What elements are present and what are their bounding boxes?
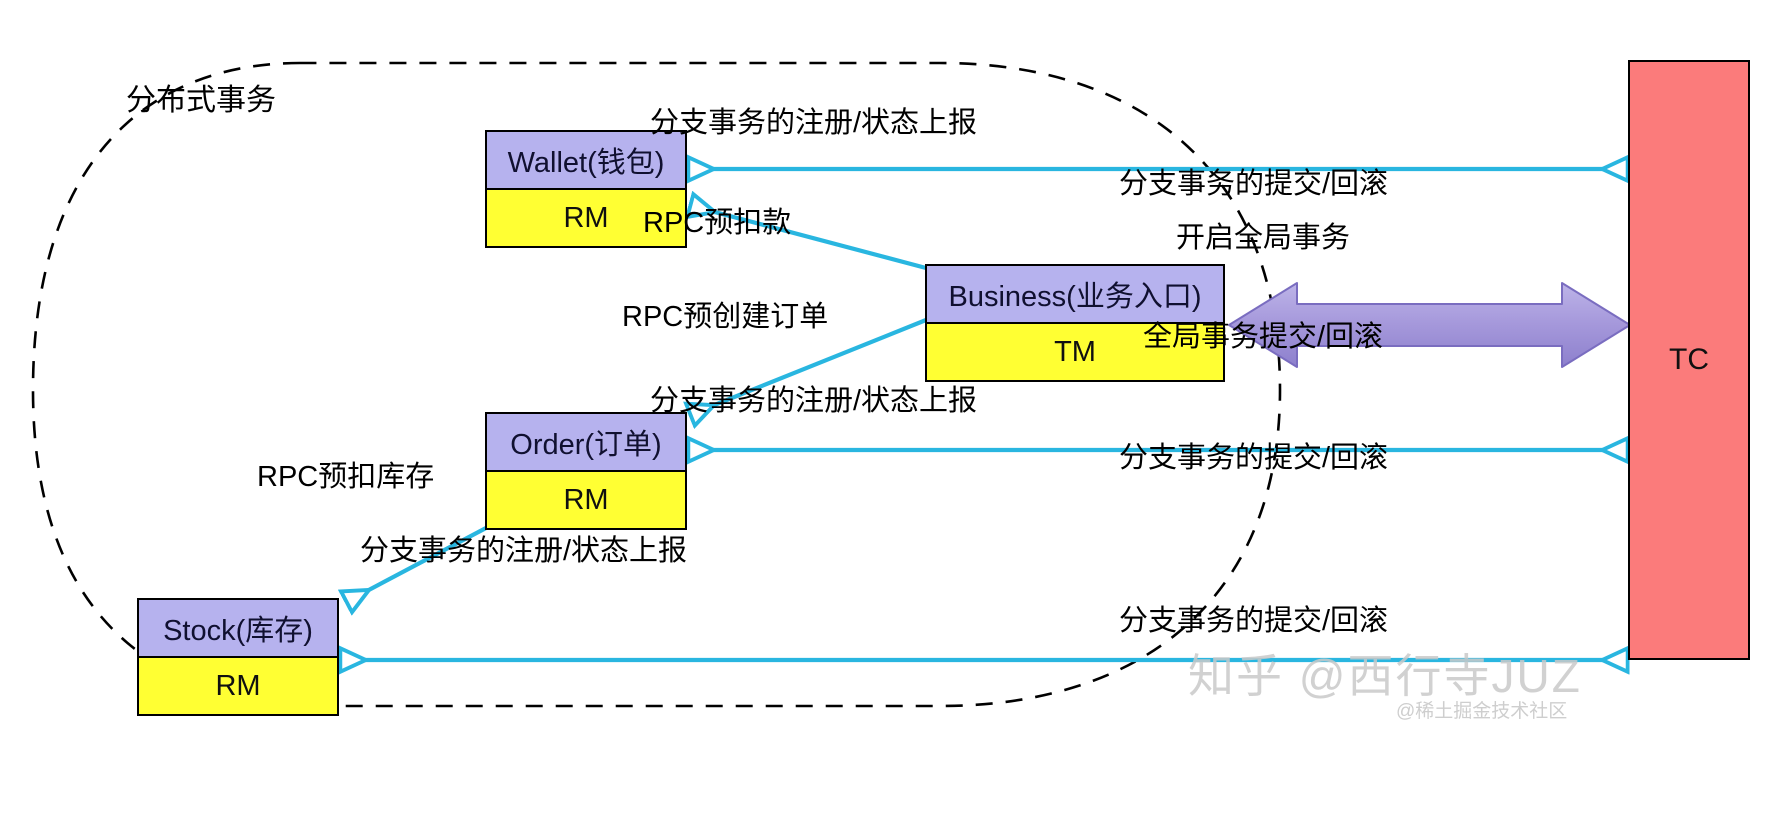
label-commit-order: 分支事务的提交/回滚 — [1119, 442, 1389, 474]
label-rpc-stock: RPC预扣库存 — [257, 461, 435, 493]
label-register-stock: 分支事务的注册/状态上报 — [360, 535, 688, 567]
node-wallet-role: RM — [487, 190, 685, 246]
label-start-global-transaction: 开启全局事务 — [1176, 222, 1351, 254]
node-stock-title: Stock(库存) — [139, 600, 337, 658]
label-register-wallet: 分支事务的注册/状态上报 — [650, 107, 978, 139]
label-rpc-order: RPC预创建订单 — [622, 301, 829, 333]
node-transaction-coordinator[interactable]: TC — [1628, 60, 1750, 660]
label-register-order: 分支事务的注册/状态上报 — [650, 385, 978, 417]
node-wallet-title: Wallet(钱包) — [487, 132, 685, 190]
arrow-order-stock — [348, 526, 487, 601]
arrow-business-wallet — [692, 206, 927, 271]
node-order-role: RM — [487, 472, 685, 528]
distributed-transaction-boundary — [31, 61, 1282, 708]
node-order-title: Order(订单) — [487, 414, 685, 472]
node-stock[interactable]: Stock(库存) RM — [137, 598, 339, 716]
node-business-title: Business(业务入口) — [927, 266, 1223, 324]
watermark-source: @稀土掘金技术社区 — [1396, 701, 1568, 722]
node-business-role: TM — [927, 324, 1223, 380]
node-tc-label: TC — [1669, 343, 1709, 376]
label-distributed-transaction: 分布式事务 — [126, 84, 276, 117]
label-commit-stock: 分支事务的提交/回滚 — [1119, 605, 1389, 637]
node-order[interactable]: Order(订单) RM — [485, 412, 687, 530]
label-commit-wallet: 分支事务的提交/回滚 — [1119, 168, 1389, 200]
node-wallet[interactable]: Wallet(钱包) RM — [485, 130, 687, 248]
node-business[interactable]: Business(业务入口) TM — [925, 264, 1225, 382]
node-stock-role: RM — [139, 658, 337, 714]
label-rpc-wallet: RPC预扣款 — [643, 207, 792, 239]
label-commit-global-transaction: 全局事务提交/回滚 — [1143, 321, 1384, 353]
arrow-business-order — [692, 318, 927, 414]
